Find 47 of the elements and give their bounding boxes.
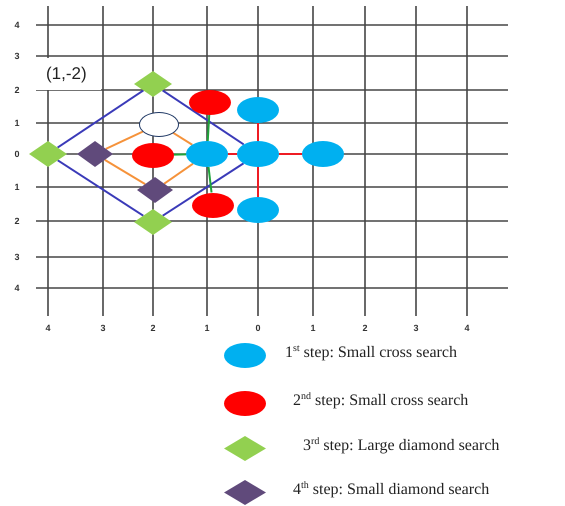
axis-tick-label: 2 — [14, 216, 20, 226]
search-path-line — [228, 153, 237, 155]
ellipse-marker — [237, 197, 279, 223]
search-path-line — [162, 90, 244, 146]
axis-tick-label: 1 — [310, 323, 316, 333]
axis-tick-label: 0 — [14, 149, 20, 159]
axis-tick-label: 4 — [464, 323, 470, 333]
legend-text: 4$^{th}$ step: Small diamond search — [293, 481, 490, 499]
search-path-line — [279, 153, 302, 155]
axis-tick-label: 4 — [14, 283, 20, 293]
coordinate-label: (1,-2) — [36, 58, 101, 90]
ellipse-marker — [186, 141, 228, 167]
search-path-line — [164, 162, 194, 184]
axis-tick-label: 2 — [14, 85, 20, 95]
axis-tick-label: 0 — [256, 323, 260, 333]
legend-text: 1$^{st}$ step: Small cross search — [285, 344, 457, 362]
ellipse-marker — [302, 141, 344, 167]
search-path-line — [206, 114, 210, 142]
ellipse-marker — [237, 97, 279, 123]
ellipse-marker — [192, 192, 234, 218]
axis-tick-label: 4 — [46, 323, 50, 333]
ellipse-marker — [189, 90, 231, 114]
ellipse-marker — [132, 142, 174, 168]
axis-tick-label: 1 — [204, 323, 210, 333]
search-path-line — [257, 167, 259, 197]
search-path-line — [162, 162, 244, 217]
axis-tick-label: 3 — [14, 51, 20, 61]
axis-tick-label: 2 — [362, 323, 368, 333]
axis-tick-label: 3 — [14, 252, 20, 262]
search-path-line — [57, 90, 144, 148]
search-path-line — [174, 153, 186, 156]
axis-tick-label: 3 — [100, 323, 106, 333]
search-path-line — [106, 130, 144, 150]
axis-tick-label: 1 — [14, 118, 20, 128]
search-path-line — [172, 132, 193, 146]
axis-tick-label: 4 — [14, 20, 20, 30]
axis-tick-label: 1 — [14, 182, 20, 192]
legend-text: 2$^{nd}$ step: Small cross search — [293, 392, 468, 410]
search-path-line — [208, 166, 213, 193]
search-path-line — [104, 159, 146, 185]
search-path-line — [257, 123, 259, 141]
axis-tick-label: 3 — [414, 323, 418, 333]
legend-text: 3$^{rd}$ step: Large diamond search — [303, 437, 500, 455]
axis-tick-label: 2 — [150, 323, 156, 333]
ellipse-marker — [139, 112, 179, 136]
search-path-line — [57, 159, 144, 217]
ellipse-marker — [237, 141, 279, 167]
